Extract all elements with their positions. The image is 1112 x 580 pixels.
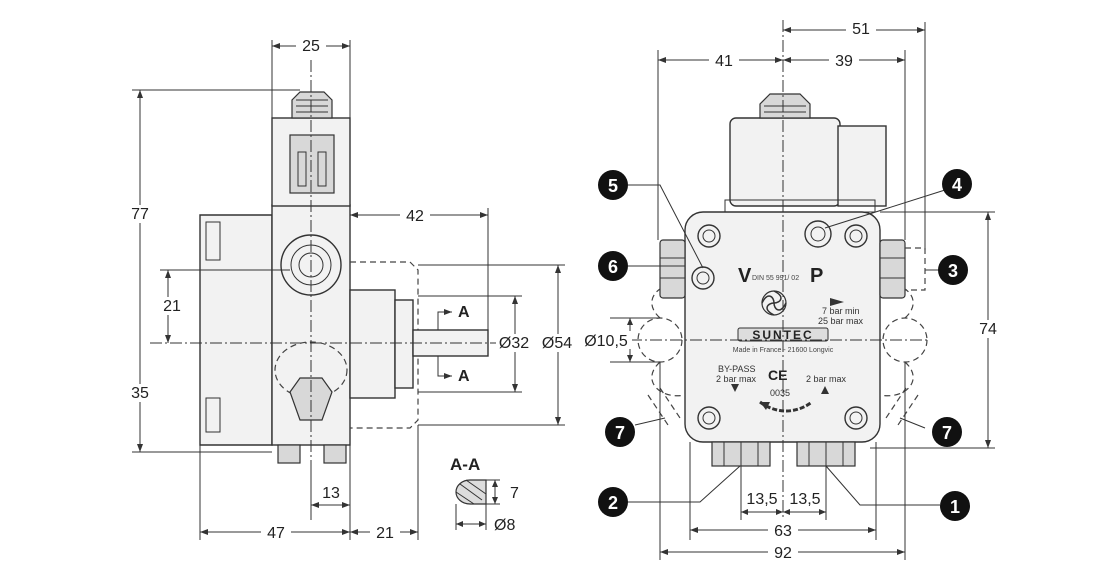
dim-21-left: 21 — [163, 298, 181, 315]
dim-41: 41 — [715, 53, 733, 70]
plate-pressure-1: 7 bar min — [822, 306, 860, 316]
svg-text:6: 6 — [608, 257, 618, 277]
marker-2: 2 — [598, 487, 628, 517]
lower-hex — [289, 377, 333, 421]
solenoid-coil — [729, 117, 841, 207]
flange — [349, 289, 396, 399]
marker-7-left: 7 — [605, 417, 635, 447]
section-a-a: A-A 7 Ø8 — [450, 455, 519, 534]
dim-77: 77 — [131, 206, 149, 223]
plate-v: V — [738, 265, 752, 287]
dim-92: 92 — [774, 545, 792, 562]
svg-text:2: 2 — [608, 493, 618, 513]
svg-text:7: 7 — [942, 423, 952, 443]
dim-63: 63 — [774, 523, 792, 540]
marker-1: 1 — [940, 491, 970, 521]
rear-casing — [199, 214, 273, 446]
section-dim-dia8: Ø8 — [494, 517, 515, 534]
dim-39: 39 — [835, 53, 853, 70]
plate-bypass-2: 2 bar max — [716, 374, 757, 384]
right-port-nut — [879, 239, 906, 299]
svg-text:7: 7 — [615, 423, 625, 443]
flow-arrow-icon — [830, 298, 844, 306]
corner-screws — [691, 220, 868, 430]
plate-right-bar: 2 bar max — [806, 374, 847, 384]
front-view: V DIN 55 991/ 02 P 7 bar min 25 bar max … — [580, 20, 1000, 562]
dim-dia32: Ø32 — [499, 335, 529, 352]
marker-5: 5 — [598, 170, 628, 200]
svg-text:4: 4 — [952, 175, 962, 195]
marker-4: 4 — [942, 169, 972, 199]
dim-13-5-left: 13,5 — [746, 491, 777, 508]
svg-text:5: 5 — [608, 176, 618, 196]
dim-74: 74 — [979, 321, 997, 338]
plate-pressure-2: 25 bar max — [818, 316, 864, 326]
dim-dia10-5: Ø10,5 — [584, 333, 628, 350]
dim-13-5-right: 13,5 — [789, 491, 820, 508]
svg-text:3: 3 — [948, 261, 958, 281]
plate-bypass-1: BY-PASS — [718, 364, 756, 374]
marker-6: 6 — [598, 251, 628, 281]
section-mark-a-bottom: A — [458, 368, 470, 385]
side-view: 25 77 21 35 42 A A Ø3 — [128, 37, 576, 542]
plate-din: DIN 55 991/ 02 — [752, 275, 799, 282]
dim-42: 42 — [406, 208, 424, 225]
dim-21-bottom: 21 — [376, 525, 394, 542]
dim-51: 51 — [852, 21, 870, 38]
dim-35: 35 — [131, 385, 149, 402]
plate-brand: SUNTEC — [752, 328, 813, 342]
top-nut — [291, 91, 333, 119]
svg-text:1: 1 — [950, 497, 960, 517]
dim-25: 25 — [302, 38, 320, 55]
dim-13: 13 — [322, 485, 340, 502]
dim-dia54: Ø54 — [542, 335, 572, 352]
marker-7-right: 7 — [932, 417, 962, 447]
dim-47: 47 — [267, 525, 285, 542]
plate-p: P — [810, 265, 823, 287]
brand-logo-icon — [761, 290, 787, 316]
plate-ce: CE — [768, 367, 787, 383]
section-title: A-A — [450, 455, 480, 474]
section-mark-a-top: A — [458, 304, 470, 321]
marker-3: 3 — [938, 255, 968, 285]
section-dim-7: 7 — [510, 485, 519, 502]
plate-ce-num: 0035 — [770, 388, 790, 398]
left-port-nut — [659, 239, 686, 299]
